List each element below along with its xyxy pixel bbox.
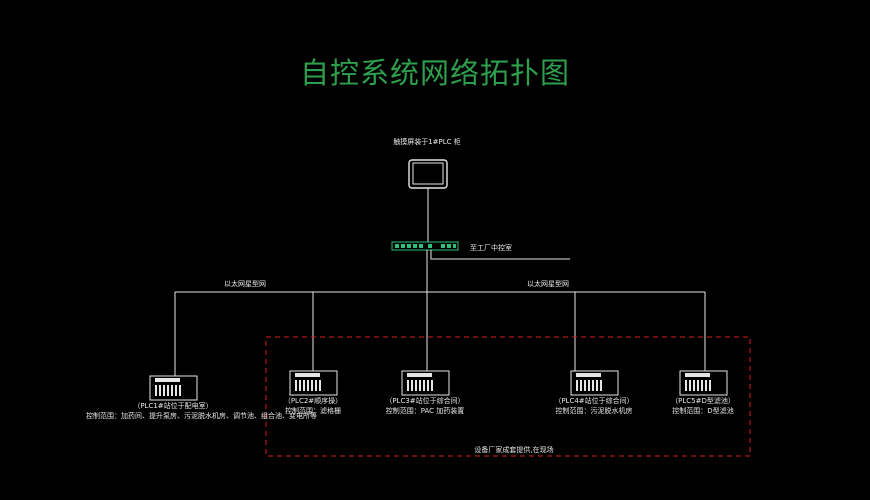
- plc-scope-label: 控制范围：滤格栅: [285, 407, 341, 415]
- touch-screen-icon: [408, 159, 448, 189]
- plc-icon: [679, 370, 728, 396]
- plc-name-label: （PLC5#D型滤池）: [671, 397, 735, 405]
- plc-scope-label: 控制范围：污泥脱水机房: [555, 407, 633, 415]
- ethernet-label-right: 以太网星型网: [527, 280, 569, 288]
- central-control-label: 至工厂中控室: [470, 244, 512, 252]
- plc-scope-label: 控制范围：D型滤池: [672, 407, 734, 415]
- plc-icon: [289, 370, 338, 396]
- touch-screen-label: 触摸屏装于1#PLC 柜: [393, 138, 461, 146]
- network-switch-icon: [391, 241, 459, 251]
- plc-icon: [401, 370, 450, 396]
- plc-icon: [149, 375, 198, 401]
- ethernet-label-left: 以太网星型网: [224, 280, 266, 288]
- plc-icon: [570, 370, 619, 396]
- plc-name-label: （PLC1#站位于配电室）: [133, 402, 213, 410]
- plc-scope-label: 控制范围：加药间、提升泵房、污泥脱水机房、调节池、组合池、变电所等: [86, 412, 317, 420]
- diagram-title: 自控系统网络拓扑图: [299, 56, 570, 90]
- plc-scope-label: 控制范围：PAC 加药装置: [385, 407, 465, 415]
- plc-name-label: （PLC2#顺序操）: [283, 397, 343, 405]
- vendor-box-label: 设备厂家成套提供,在现场: [474, 446, 554, 454]
- plc-name-label: （PLC4#站位于综合间）: [554, 397, 634, 405]
- plc-name-label: （PLC3#站位于综合间）: [385, 397, 465, 405]
- vendor-supplied-box: [265, 336, 751, 457]
- link-to-central-control: [430, 250, 570, 260]
